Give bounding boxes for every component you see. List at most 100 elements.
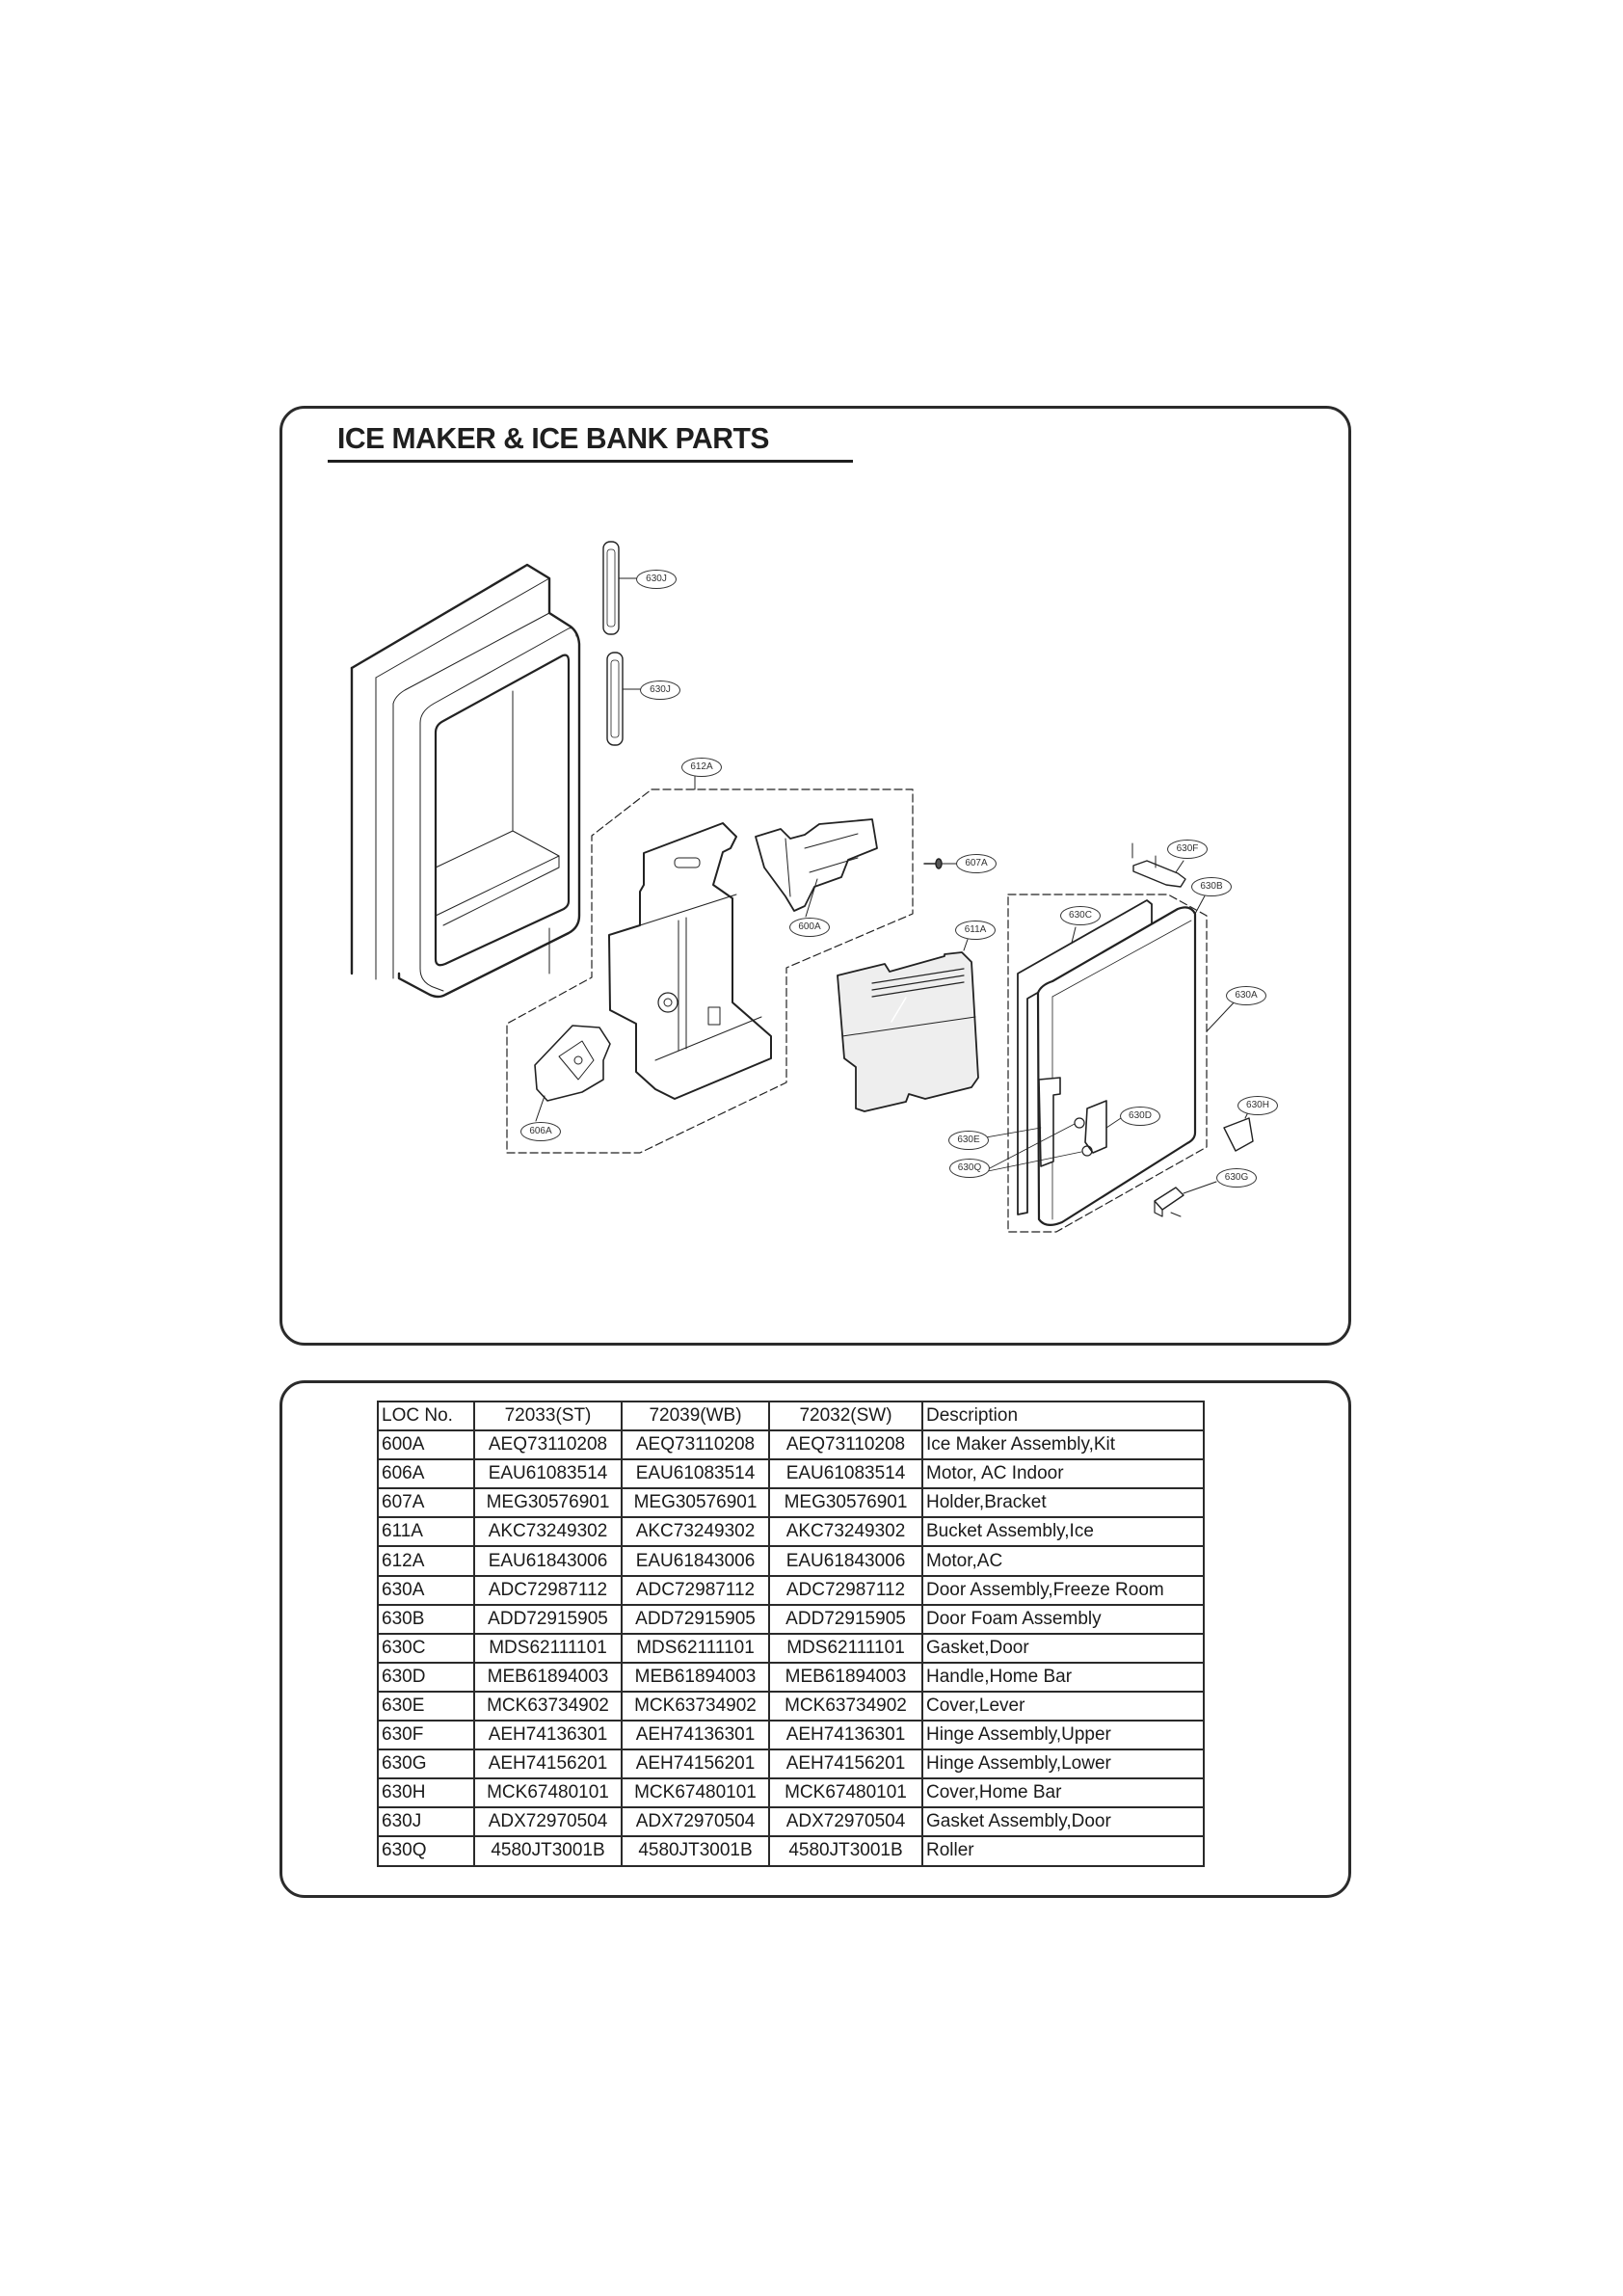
cell-description: Hinge Assembly,Lower — [921, 1749, 1205, 1780]
cell-description: Motor, AC Indoor — [921, 1458, 1205, 1490]
cell-part-sw: MEB61894003 — [768, 1661, 923, 1693]
cell-part-sw: EAU61083514 — [768, 1458, 923, 1490]
cell-part-wb: ADC72987112 — [621, 1574, 770, 1606]
table-row: 606A EAU61083514 EAU61083514 EAU61083514… — [377, 1458, 1205, 1490]
callout-630J-lower: 630J — [640, 681, 680, 700]
cell-loc: 607A — [377, 1487, 475, 1519]
cell-description: Handle,Home Bar — [921, 1661, 1205, 1693]
col-header-72032-sw: 72032(SW) — [768, 1400, 923, 1432]
ice-bucket — [837, 930, 979, 1112]
cell-loc: 630J — [377, 1806, 475, 1838]
table-row: 630E MCK63734902 MCK63734902 MCK63734902… — [377, 1690, 1205, 1722]
cell-part-st: AEH74136301 — [473, 1720, 623, 1751]
cell-description: Bucket Assembly,Ice — [921, 1516, 1205, 1548]
cell-part-sw: ADX72970504 — [768, 1806, 923, 1838]
cell-part-wb: MDS62111101 — [621, 1632, 770, 1664]
cell-part-st: AKC73249302 — [473, 1516, 623, 1548]
cell-loc: 630D — [377, 1661, 475, 1693]
callout-630C: 630C — [1060, 906, 1101, 925]
cell-description: Door Assembly,Freeze Room — [921, 1574, 1205, 1606]
cell-description: Holder,Bracket — [921, 1487, 1205, 1519]
cell-part-sw: 4580JT3001B — [768, 1835, 923, 1867]
callout-630F: 630F — [1167, 840, 1208, 859]
table-row: 607A MEG30576901 MEG30576901 MEG30576901… — [377, 1487, 1205, 1519]
cell-part-wb: EAU61843006 — [621, 1545, 770, 1577]
table-row: 630J ADX72970504 ADX72970504 ADX72970504… — [377, 1806, 1205, 1838]
freezer-door-frame — [350, 563, 581, 999]
holder-bracket-screw — [923, 858, 957, 869]
cell-part-wb: MEB61894003 — [621, 1661, 770, 1693]
cell-part-st: MEB61894003 — [473, 1661, 623, 1693]
cell-loc: 630C — [377, 1632, 475, 1664]
cell-part-sw: ADC72987112 — [768, 1574, 923, 1606]
page-title: ICE MAKER & ICE BANK PARTS — [337, 421, 769, 455]
cell-part-sw: AEH74156201 — [768, 1749, 923, 1780]
cell-part-st: MDS62111101 — [473, 1632, 623, 1664]
col-header-72039-wb: 72039(WB) — [621, 1400, 770, 1432]
table-row: 630G AEH74156201 AEH74156201 AEH74156201… — [377, 1749, 1205, 1780]
cell-loc: 630Q — [377, 1835, 475, 1867]
cell-part-st: ADD72915905 — [473, 1603, 623, 1635]
cell-part-st: MEG30576901 — [473, 1487, 623, 1519]
cell-part-wb: AKC73249302 — [621, 1516, 770, 1548]
cell-description: Cover,Home Bar — [921, 1777, 1205, 1809]
callout-630A: 630A — [1226, 986, 1266, 1005]
cell-loc: 630E — [377, 1690, 475, 1722]
cell-loc: 600A — [377, 1429, 475, 1461]
cell-part-sw: AEH74136301 — [768, 1720, 923, 1751]
home-bar-lever — [963, 1077, 1122, 1172]
table-header-row: LOC No. 72033(ST) 72039(WB) 72032(SW) De… — [377, 1400, 1205, 1432]
cell-description: Hinge Assembly,Upper — [921, 1720, 1205, 1751]
cell-part-st: ADX72970504 — [473, 1806, 623, 1838]
callout-611A: 611A — [955, 921, 996, 940]
callout-600A: 600A — [789, 918, 830, 937]
callout-630D: 630D — [1120, 1107, 1160, 1126]
table-row: 630F AEH74136301 AEH74136301 AEH74136301… — [377, 1720, 1205, 1751]
cell-part-sw: AKC73249302 — [768, 1516, 923, 1548]
callout-630G: 630G — [1216, 1168, 1257, 1188]
cell-part-st: EAU61843006 — [473, 1545, 623, 1577]
cell-loc: 612A — [377, 1545, 475, 1577]
cell-description: Roller — [921, 1835, 1205, 1867]
col-header-72033-st: 72033(ST) — [473, 1400, 623, 1432]
door-assembly-outline — [1007, 894, 1208, 1233]
cell-part-st: 4580JT3001B — [473, 1835, 623, 1867]
cell-part-wb: EAU61083514 — [621, 1458, 770, 1490]
cell-part-sw: MCK67480101 — [768, 1777, 923, 1809]
cell-loc: 630A — [377, 1574, 475, 1606]
cell-part-sw: MCK63734902 — [768, 1690, 923, 1722]
door-gasket-lower — [606, 652, 641, 746]
table-row: 611A AKC73249302 AKC73249302 AKC73249302… — [377, 1516, 1205, 1548]
cell-loc: 630G — [377, 1749, 475, 1780]
cell-part-sw: MEG30576901 — [768, 1487, 923, 1519]
callout-630B: 630B — [1191, 877, 1232, 896]
motor-assembly-outline — [506, 788, 914, 1154]
cell-description: Ice Maker Assembly,Kit — [921, 1429, 1205, 1461]
cell-part-wb: AEQ73110208 — [621, 1429, 770, 1461]
callout-630Q: 630Q — [949, 1159, 990, 1178]
cell-part-wb: MCK63734902 — [621, 1690, 770, 1722]
callout-630E: 630E — [948, 1131, 989, 1150]
cell-part-sw: MDS62111101 — [768, 1632, 923, 1664]
cell-part-sw: EAU61843006 — [768, 1545, 923, 1577]
cell-part-wb: AEH74156201 — [621, 1749, 770, 1780]
callout-607A: 607A — [956, 854, 997, 873]
cell-description: Cover,Lever — [921, 1690, 1205, 1722]
title-underline — [328, 460, 853, 463]
table-row: 630A ADC72987112 ADC72987112 ADC72987112… — [377, 1574, 1205, 1606]
cell-part-wb: MCK67480101 — [621, 1777, 770, 1809]
parts-table: LOC No. 72033(ST) 72039(WB) 72032(SW) De… — [377, 1400, 1205, 1867]
cell-part-wb: AEH74136301 — [621, 1720, 770, 1751]
cell-part-wb: ADD72915905 — [621, 1603, 770, 1635]
cell-part-wb: MEG30576901 — [621, 1487, 770, 1519]
cell-part-wb: ADX72970504 — [621, 1806, 770, 1838]
cell-part-st: MCK63734902 — [473, 1690, 623, 1722]
cell-loc: 630H — [377, 1777, 475, 1809]
table-row: 630B ADD72915905 ADD72915905 ADD72915905… — [377, 1603, 1205, 1635]
cell-description: Door Foam Assembly — [921, 1603, 1205, 1635]
callout-612A: 612A — [681, 758, 722, 777]
table-row: 630D MEB61894003 MEB61894003 MEB61894003… — [377, 1661, 1205, 1693]
cell-loc: 611A — [377, 1516, 475, 1548]
cell-description: Gasket,Door — [921, 1632, 1205, 1664]
